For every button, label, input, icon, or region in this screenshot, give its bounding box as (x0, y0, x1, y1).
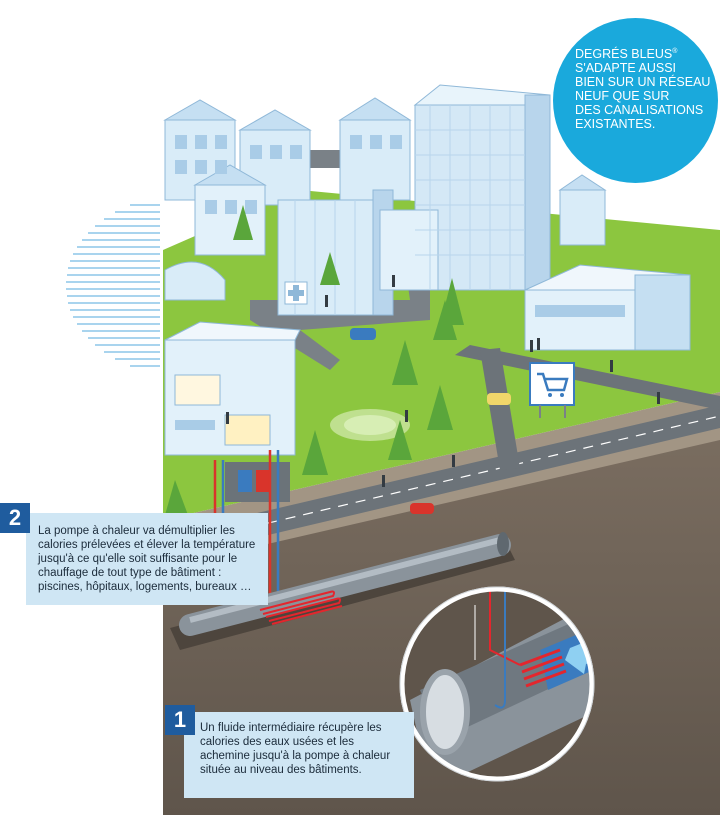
hospital-cross-icon (284, 281, 308, 305)
shopping-cart-icon (529, 362, 575, 418)
water-flow-arrow-icon (565, 640, 592, 674)
people (226, 275, 660, 487)
step-2-text: La pompe à chaleur va démultiplier les c… (38, 525, 256, 593)
step-2-number: 2 (0, 503, 30, 533)
info-bubble: DEGRÉS BLEUS® S'ADAPTE AUSSI BIEN SUR UN… (553, 18, 718, 183)
step-1-text: Un fluide intermédiaire récupère les cal… (200, 722, 391, 776)
bubble-line-2: S'ADAPTE AUSSI (575, 61, 677, 76)
sewer-pipe (179, 532, 511, 636)
step-1-callout: Un fluide intermédiaire récupère les cal… (184, 712, 414, 798)
cars (350, 328, 511, 514)
pipe-cutaway-lens (399, 586, 595, 782)
heat-pump-unit (225, 462, 290, 502)
trees (165, 205, 464, 515)
side-road (455, 345, 720, 410)
step-2-callout: La pompe à chaleur va démultiplier les c… (26, 513, 268, 605)
heat-exchanger-loop (259, 590, 343, 625)
bubble-line-1: DEGRÉS BLEUS® (575, 47, 678, 62)
bubble-line-6: EXISTANTES. (575, 117, 656, 132)
decorative-arc (66, 204, 160, 367)
bubble-line-5: DES CANALISATIONS (575, 103, 704, 118)
buildings (163, 84, 691, 456)
bubble-line-3: BIEN SUR UN RÉSEAU (575, 75, 711, 90)
step-1-number: 1 (165, 705, 195, 735)
main-road (163, 405, 720, 560)
bubble-line-4: NEUF QUE SUR (575, 89, 670, 104)
